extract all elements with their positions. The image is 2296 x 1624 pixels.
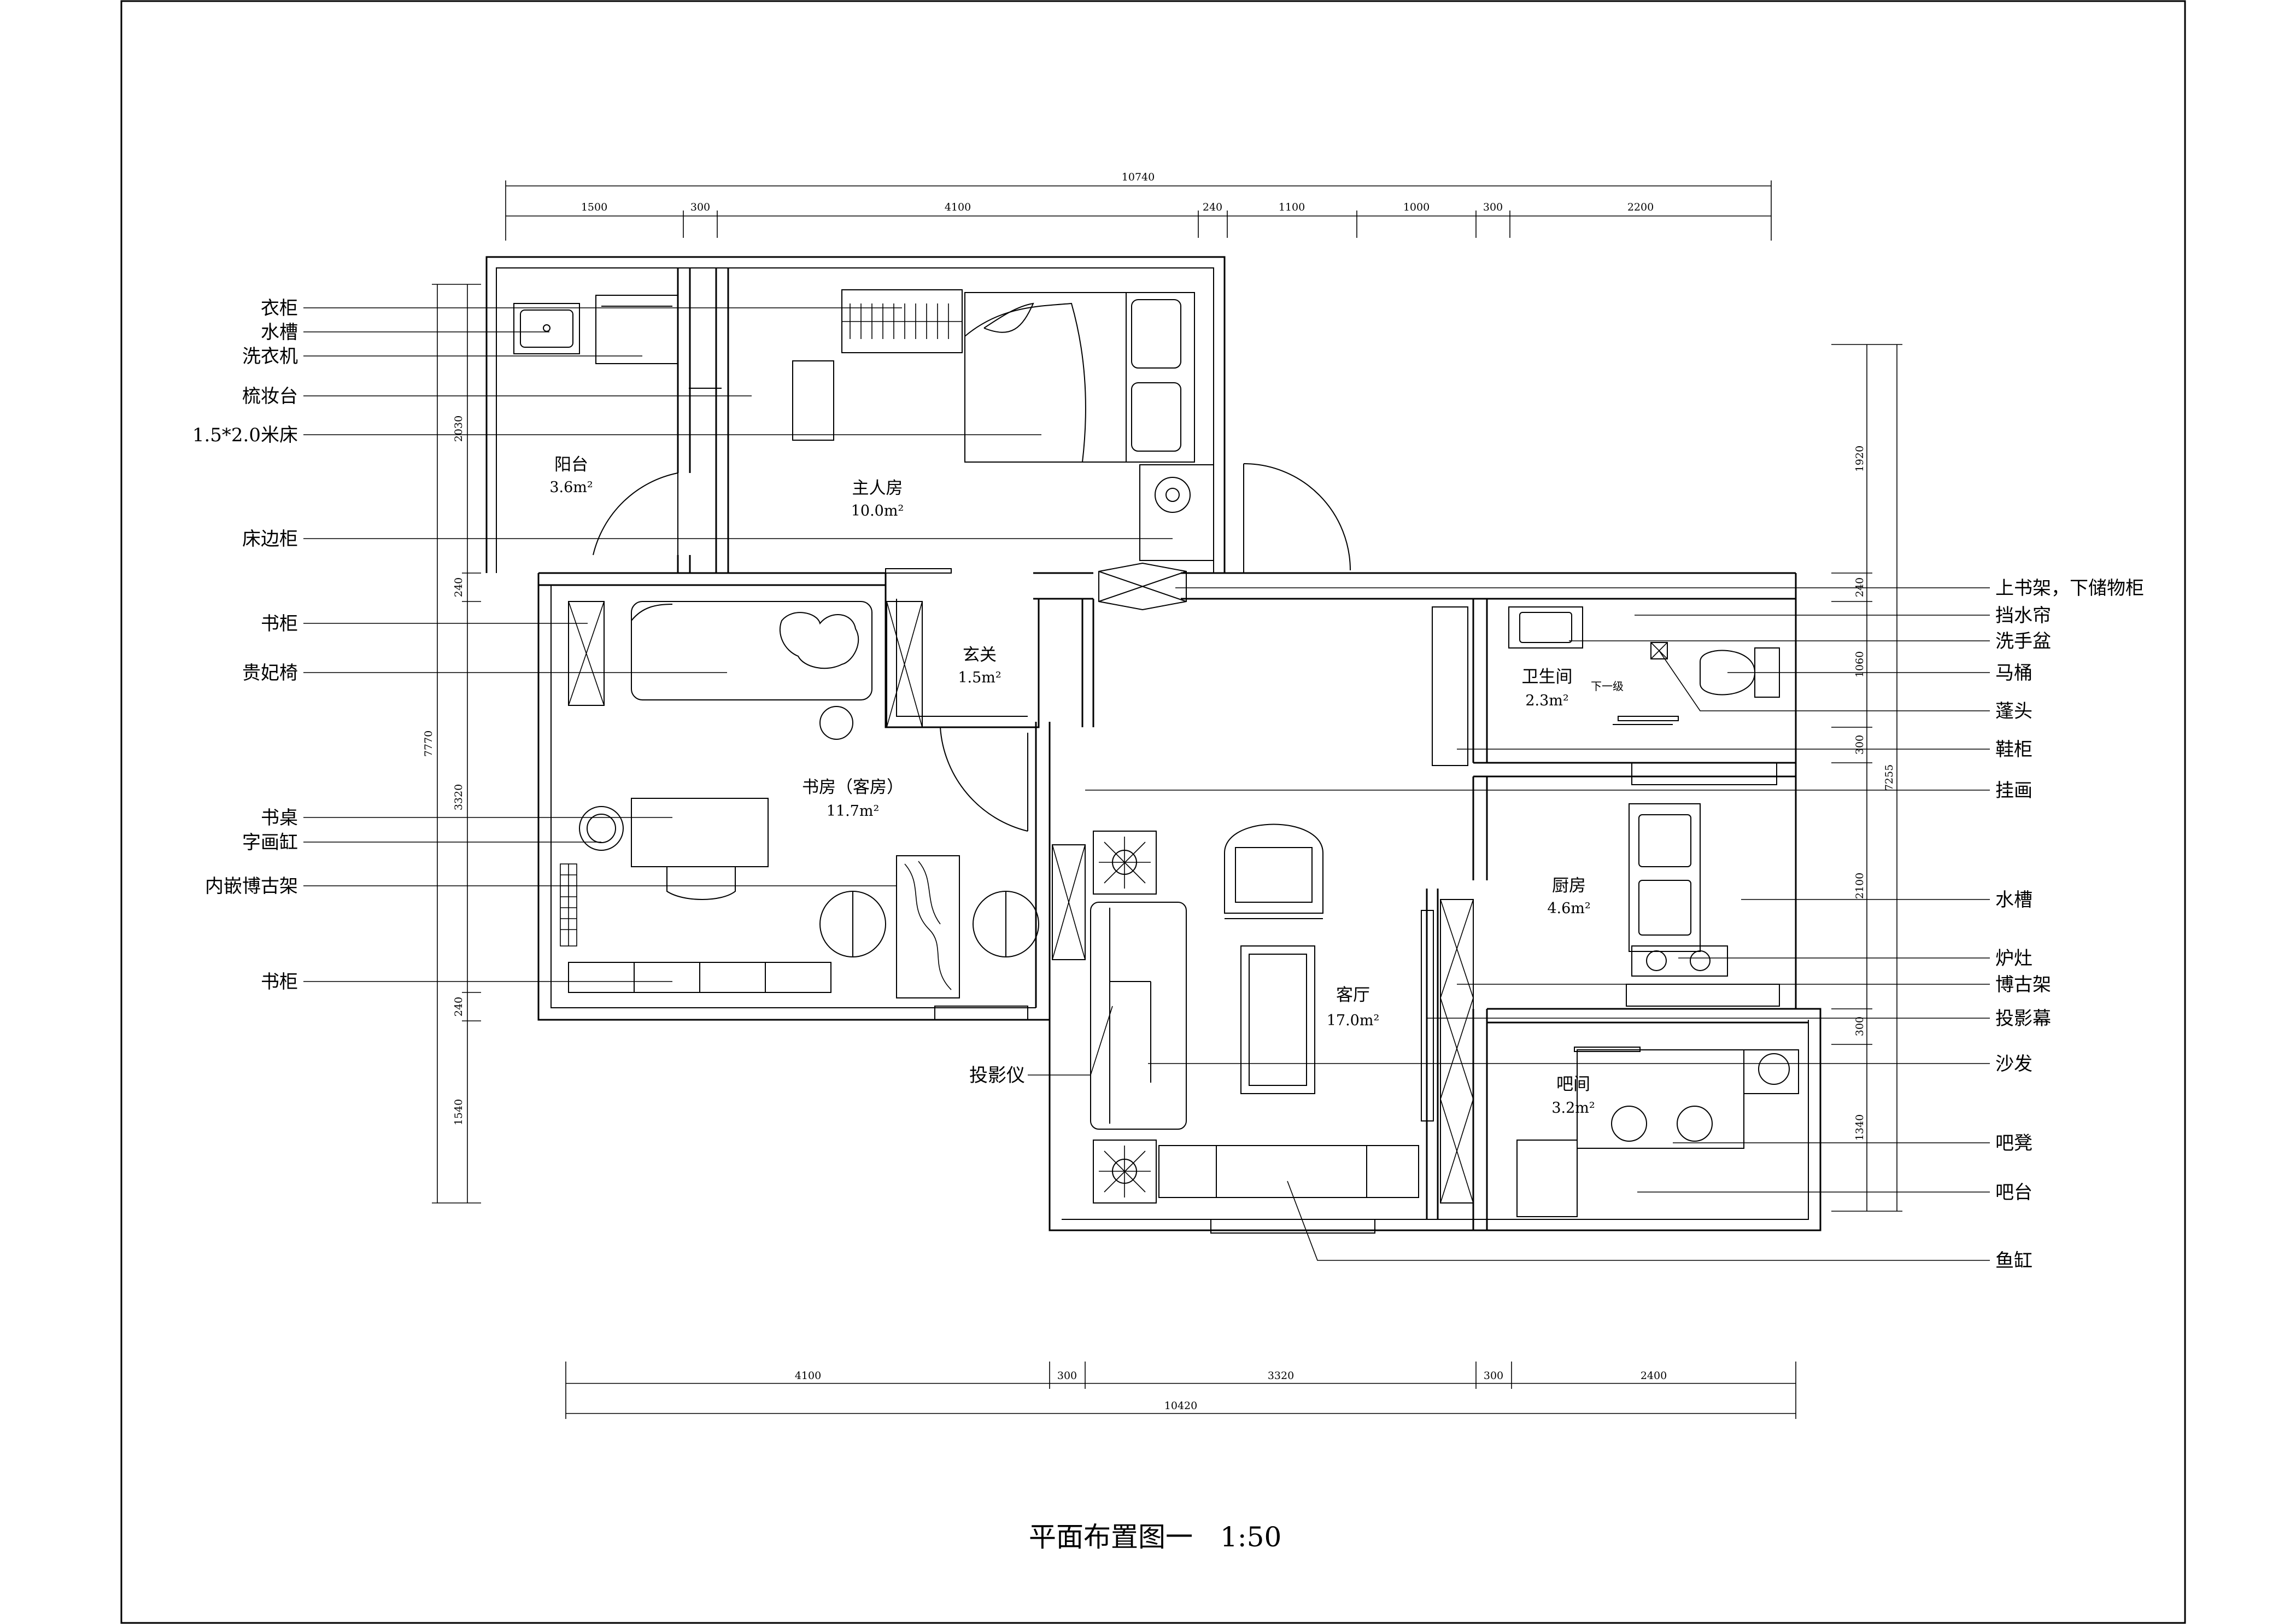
room-name: 厨房 xyxy=(1552,876,1586,896)
room-area: 2.3m² xyxy=(1525,692,1568,709)
doors xyxy=(593,463,1679,1052)
dim-segment: 300 xyxy=(1484,1370,1503,1382)
step-note: 下一级 xyxy=(1591,680,1624,693)
room-name: 书房（客房） xyxy=(802,778,904,797)
annotation-label: 挂画 xyxy=(1995,780,2033,802)
annotation-label: 吧凳 xyxy=(1995,1132,2033,1154)
room-name: 阳台 xyxy=(554,455,588,475)
dim-segment: 240 xyxy=(1203,201,1222,213)
dim-segment: 1100 xyxy=(1279,201,1305,213)
sheet-frame xyxy=(120,0,2186,1624)
dim-segment: 300 xyxy=(1057,1370,1077,1382)
dim-segment: 2400 xyxy=(1641,1370,1667,1382)
dim-segment: 4100 xyxy=(795,1370,821,1382)
annotation-label: 马桶 xyxy=(1995,662,2033,684)
annotation-labels-left: 衣柜 水槽 洗衣机 梳妆台 1.5*2.0米床 床边柜 书柜 贵妃椅 书桌 字画… xyxy=(192,297,1025,1086)
dim-segment: 2200 xyxy=(1627,201,1654,213)
annotation-label: 贵妃椅 xyxy=(242,662,298,684)
dim-segment: 300 xyxy=(1854,735,1866,755)
annotation-labels-right: 上书架，下储物柜 挡水帘 洗手盆 马桶 蓬头 鞋柜 挂画 水槽 炉灶 博古架 投… xyxy=(1995,577,2144,1272)
dim-segment: 4100 xyxy=(945,201,971,213)
room-labels: 阳台 3.6m² 主人房 10.0m² 玄关 1.5m² 卫生间 2.3m² 下… xyxy=(549,455,1624,1117)
annotation-label: 洗衣机 xyxy=(242,346,298,367)
dim-total: 10420 xyxy=(1164,1400,1197,1412)
room-area: 17.0m² xyxy=(1327,1012,1380,1029)
room-name: 卫生间 xyxy=(1522,667,1573,687)
room-area: 1.5m² xyxy=(958,669,1001,686)
annotation-label: 投影仪 xyxy=(969,1065,1025,1086)
annotation-label: 床边柜 xyxy=(242,528,298,550)
furniture xyxy=(513,289,1799,1234)
dim-total: 10740 xyxy=(1122,171,1155,183)
annotation-label: 书柜 xyxy=(261,971,298,993)
dim-segment: 300 xyxy=(1483,201,1503,213)
annotation-label: 挡水帘 xyxy=(1995,605,2051,627)
dim-segment: 3320 xyxy=(1268,1370,1294,1382)
annotation-label: 水槽 xyxy=(1995,889,2033,911)
dim-segment: 3320 xyxy=(453,784,465,810)
annotation-label: 沙发 xyxy=(1995,1053,2033,1075)
room-name: 吧间 xyxy=(1556,1074,1590,1094)
annotation-label: 字画缸 xyxy=(242,832,298,854)
room-area: 10.0m² xyxy=(851,503,904,519)
room-name: 玄关 xyxy=(963,645,997,665)
annotation-label: 投影幕 xyxy=(1995,1008,2051,1030)
dim-segment: 2030 xyxy=(453,416,465,442)
leader-lines xyxy=(303,307,1990,1261)
walls xyxy=(485,256,1821,1231)
dim-segment: 1340 xyxy=(1854,1114,1866,1141)
room-area: 3.6m² xyxy=(549,479,593,496)
dim-segment: 300 xyxy=(1854,1017,1866,1036)
annotation-label: 上书架，下储物柜 xyxy=(1995,577,2144,599)
dim-segment: 300 xyxy=(690,201,710,213)
annotation-label: 衣柜 xyxy=(261,297,298,319)
annotation-label: 书柜 xyxy=(261,613,298,635)
annotation-label: 蓬头 xyxy=(1995,700,2033,722)
annotation-label: 博古架 xyxy=(1995,974,2051,996)
dimensions-left: 7770 2030 240 3320 240 1540 xyxy=(423,284,481,1204)
dim-segment: 2100 xyxy=(1854,873,1866,899)
dim-segment: 240 xyxy=(453,997,465,1017)
dimensions-top: 10740 1500 300 4100 240 1100 1000 300 22… xyxy=(505,171,1772,241)
annotation-label: 鞋柜 xyxy=(1995,739,2033,761)
dim-segment: 240 xyxy=(453,577,465,597)
dim-segment: 1000 xyxy=(1403,201,1430,213)
dim-segment: 1500 xyxy=(581,201,607,213)
dim-segment: 1060 xyxy=(1854,651,1866,677)
dim-segment: 1920 xyxy=(1854,446,1866,472)
annotation-label: 1.5*2.0米床 xyxy=(192,424,298,446)
dim-segment: 1540 xyxy=(453,1099,465,1125)
annotation-label: 吧台 xyxy=(1995,1182,2033,1204)
room-name: 客厅 xyxy=(1336,985,1370,1005)
dimensions-bottom: 4100 300 3320 300 2400 10420 xyxy=(565,1362,1796,1419)
dim-total: 7255 xyxy=(1883,764,1895,791)
room-area: 3.2m² xyxy=(1551,1100,1595,1117)
annotation-label: 洗手盆 xyxy=(1995,630,2051,652)
room-name: 主人房 xyxy=(852,478,903,498)
annotation-label: 内嵌博古架 xyxy=(205,875,298,897)
annotation-label: 鱼缸 xyxy=(1995,1250,2033,1272)
room-area: 11.7m² xyxy=(827,803,880,820)
dimensions-right: 1920 240 1060 300 2100 300 1340 7255 xyxy=(1831,344,1902,1212)
annotation-label: 书桌 xyxy=(261,807,298,829)
annotation-label: 水槽 xyxy=(261,322,298,343)
annotation-label: 梳妆台 xyxy=(242,385,298,407)
dim-total: 7770 xyxy=(423,731,435,757)
room-area: 4.6m² xyxy=(1547,900,1590,917)
drawing-title: 平面布置图一 1:50 xyxy=(1029,1521,1281,1553)
annotation-label: 炉灶 xyxy=(1995,948,2033,969)
dim-segment: 240 xyxy=(1854,577,1866,597)
